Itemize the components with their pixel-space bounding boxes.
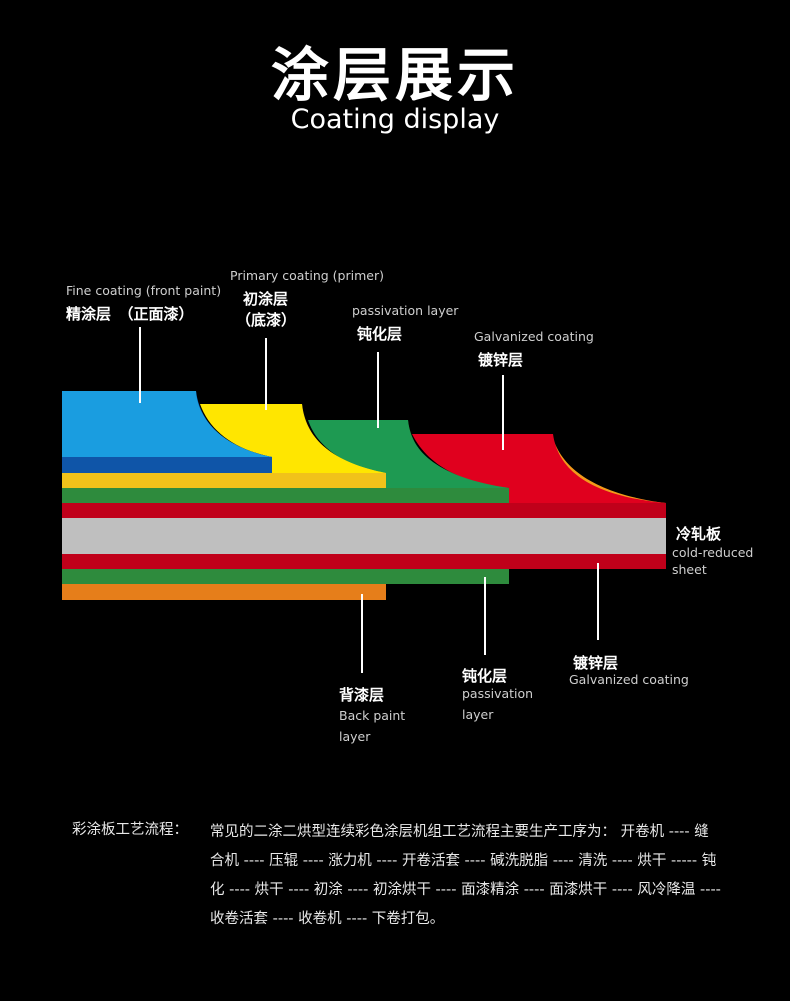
passivation-bottom-label-zh: 钝化层 <box>462 667 508 685</box>
galvanized-bottom-label-en: Galvanized coating <box>569 672 689 687</box>
galvanized-bottom-label-zh: 镀锌层 <box>573 654 619 672</box>
primer-strip <box>62 473 386 488</box>
process-heading: 彩涂板工艺流程： <box>72 822 188 838</box>
galvanized-curl <box>412 434 666 503</box>
fine-coat-label-en: Fine coating (front paint) <box>66 283 222 298</box>
primer-curl <box>200 404 386 473</box>
back-paint-label-en-1: Back paint <box>339 708 406 723</box>
primer-label-en: Primary coating (primer) <box>230 268 384 283</box>
fine-coat-strip <box>62 457 272 473</box>
passivation-curl <box>308 420 509 488</box>
page-subtitle: Coating display <box>290 104 500 135</box>
primer-label-zh-1: 初涂层 <box>243 290 289 308</box>
galvanized-top-label-zh: 镀锌层 <box>478 351 524 369</box>
back-paint-label-zh: 背漆层 <box>339 686 385 704</box>
passivation-top-label-zh: 钝化层 <box>357 325 403 343</box>
fine-coat-curl <box>62 391 272 457</box>
cold-reduced-sheet <box>62 518 666 554</box>
primer-label-zh-2: （底漆） <box>236 311 297 329</box>
cold-sheet-label-zh: 冷轧板 <box>676 525 722 543</box>
fine-coat-label-zh: 精涂层 （正面漆） <box>66 305 194 323</box>
bottom-passivation-layer <box>62 569 509 584</box>
back-paint-layer <box>62 584 386 600</box>
passivation-bottom-label-en-2: layer <box>462 707 494 722</box>
galvanized-top-label-en: Galvanized coating <box>474 329 594 344</box>
passivation-top-label-en: passivation layer <box>352 303 459 318</box>
passivation-bottom-label-en-1: passivation <box>462 686 534 701</box>
top-galvanized-layer <box>62 503 666 518</box>
bottom-galvanized-layer <box>62 554 666 569</box>
top-passivation-strip <box>62 488 509 503</box>
back-paint-label-en-2: layer <box>339 729 371 744</box>
page-title: 涂层展示 <box>270 41 519 109</box>
cold-sheet-label-en-2: sheet <box>672 562 707 577</box>
process-description: 常见的二涂二烘型连续彩色涂层机组工艺流程主要生产工序为： 开卷机 ---- 缝合… <box>210 824 721 927</box>
cold-sheet-label-en-1: cold-reduced <box>672 545 754 560</box>
